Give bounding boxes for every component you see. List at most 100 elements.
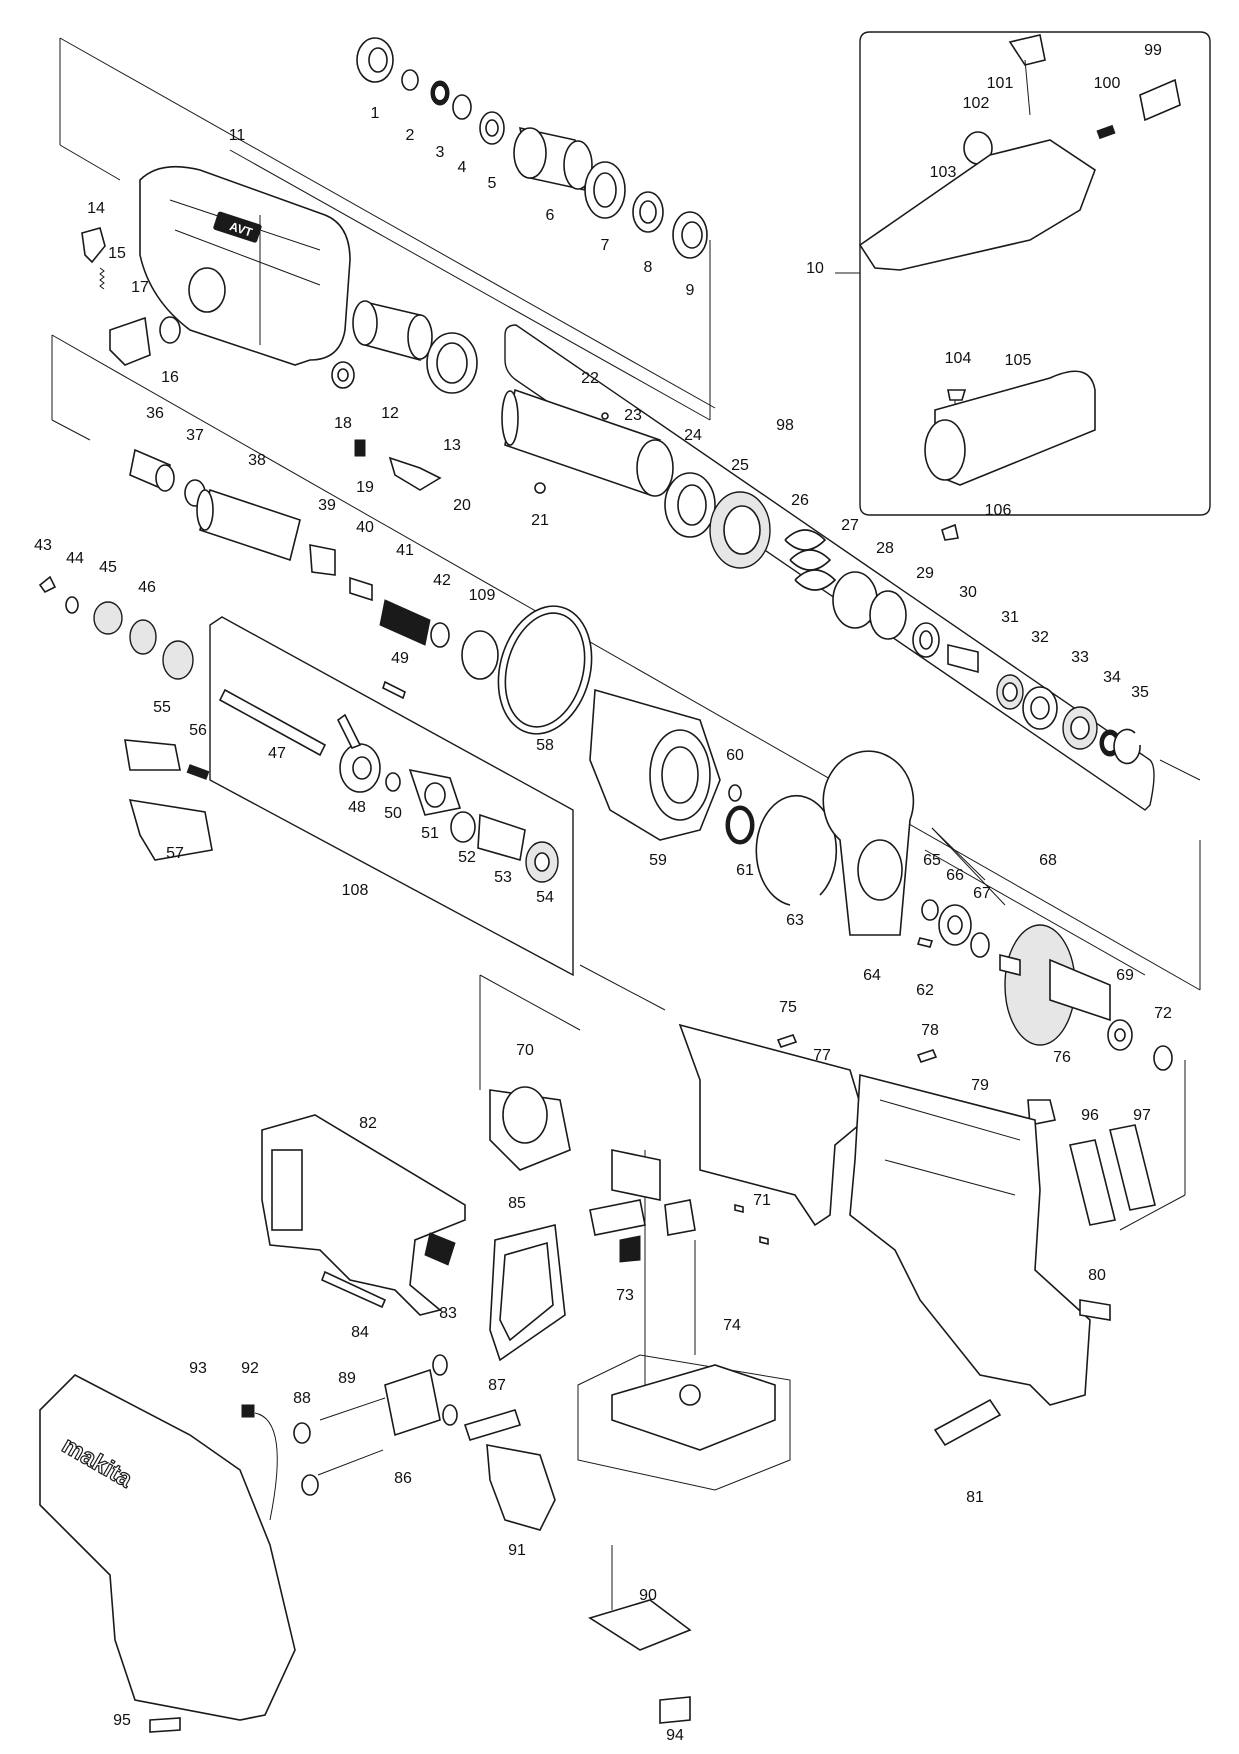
part-92-led [241, 1404, 278, 1521]
part-number-label: 40 [356, 519, 374, 536]
part-35-snap-ring [1113, 728, 1141, 765]
part-number-label: 63 [786, 912, 804, 929]
part-number-label: 64 [863, 967, 881, 984]
part-number-label: 25 [731, 457, 749, 474]
part-33-ring [1062, 706, 1098, 750]
part-68-armature [999, 924, 1111, 1046]
part-number-label: 65 [923, 852, 941, 869]
leader-line [931, 827, 1006, 906]
part-77-inner-housing [678, 1023, 866, 1227]
part-number-label: 46 [138, 579, 156, 596]
part-4-ring [452, 94, 472, 120]
leader-line [1159, 759, 1201, 781]
part-41-spring [379, 599, 431, 646]
part-25-gear [709, 491, 771, 569]
part-number-label: 27 [841, 517, 859, 534]
part-88-rubber [293, 1422, 319, 1496]
part-number-label: 26 [791, 492, 809, 509]
part-number-label: 62 [916, 982, 934, 999]
part-number-label: 44 [66, 550, 84, 567]
part-number-label: 92 [241, 1360, 259, 1377]
part-number-label: 9 [686, 282, 695, 299]
part-number-label: 18 [334, 415, 352, 432]
part-56-spring [186, 764, 210, 780]
part-number-label: 10 [806, 260, 824, 277]
part-101-bolt [1008, 34, 1046, 116]
part-terminal-block [664, 1199, 696, 1236]
part-number-label: 12 [381, 405, 399, 422]
part-50-washer [385, 772, 401, 792]
part-17-lever [109, 316, 151, 366]
part-number-label: 104 [945, 350, 972, 367]
part-number-label: 96 [1081, 1107, 1099, 1124]
part-number-label: 57 [166, 845, 184, 862]
part-51-bearing-box [408, 768, 462, 816]
part-71-screw [734, 1203, 769, 1246]
part-number-label: 21 [531, 512, 549, 529]
leader-line [59, 144, 121, 181]
part-83-spring [424, 1232, 456, 1266]
part-number-label: 38 [248, 452, 266, 469]
part-number-label: 30 [959, 584, 977, 601]
part-53-plate [477, 813, 526, 862]
part-3-ring [430, 80, 450, 106]
part-75-screw [776, 1034, 798, 1048]
part-number-label: 102 [963, 95, 990, 112]
part-58-o-ring [497, 605, 593, 735]
part-number-label: 56 [189, 722, 207, 739]
part-number-label: 17 [131, 279, 149, 296]
part-number-label: 47 [268, 745, 286, 762]
part-number-label: 86 [394, 1470, 412, 1487]
part-86-bracket [384, 1354, 458, 1437]
part-number-label: 45 [99, 559, 117, 576]
part-number-label: 53 [494, 869, 512, 886]
part-number-label: 105 [1005, 352, 1032, 369]
part-number-label: 79 [971, 1077, 989, 1094]
part-number-label: 106 [985, 502, 1012, 519]
part-number-label: 41 [396, 542, 414, 559]
part-7-ring [584, 161, 626, 219]
part-number-label: 55 [153, 699, 171, 716]
part-72-ring [1153, 1045, 1173, 1071]
part-number-label: 16 [161, 369, 179, 386]
group-outlines [51, 31, 1211, 1491]
part-14-lock-button [81, 227, 106, 264]
part-30-pin [947, 643, 979, 674]
part-number-label: 91 [508, 1542, 526, 1559]
part-number-label: 80 [1088, 1267, 1106, 1284]
part-number-label: 97 [1133, 1107, 1151, 1124]
part-number-label: 20 [453, 497, 471, 514]
part-44-washer [65, 596, 79, 614]
part-number-label: 4 [458, 159, 467, 176]
part-number-label: 66 [946, 867, 964, 884]
part-number-label: 28 [876, 540, 894, 557]
pcb-group-box [577, 1354, 791, 1491]
part-63-ring [755, 794, 838, 906]
part-70-stator [489, 1086, 571, 1171]
part-54-bearing [525, 841, 559, 883]
part-number-label: 37 [186, 427, 204, 444]
leader-line [51, 419, 91, 441]
part-91-switch [486, 1444, 556, 1531]
part-96-label [1069, 1139, 1116, 1226]
part-number-label: 31 [1001, 609, 1019, 626]
part-number-label: 98 [776, 417, 794, 434]
leader-line [229, 149, 711, 421]
spindle-group-box [504, 324, 1155, 811]
part-number-label: 93 [189, 1360, 207, 1377]
part-79-housing [849, 1073, 1091, 1406]
part-number-label: 99 [1144, 42, 1162, 59]
part-number-label: 84 [351, 1324, 369, 1341]
part-89-pin [317, 1397, 386, 1476]
part-number-label: 24 [684, 427, 702, 444]
part-48-crank [336, 713, 381, 793]
part-number-label: 71 [753, 1192, 771, 1209]
part-42-ring [430, 622, 450, 648]
part-number-label: 15 [108, 245, 126, 262]
part-number-label: 11 [229, 127, 246, 144]
part-number-label: 81 [966, 1489, 984, 1506]
part-number-label: 69 [1116, 967, 1134, 984]
part-16-o-ring [159, 316, 181, 344]
svg-text:AVT: AVT [228, 219, 255, 240]
